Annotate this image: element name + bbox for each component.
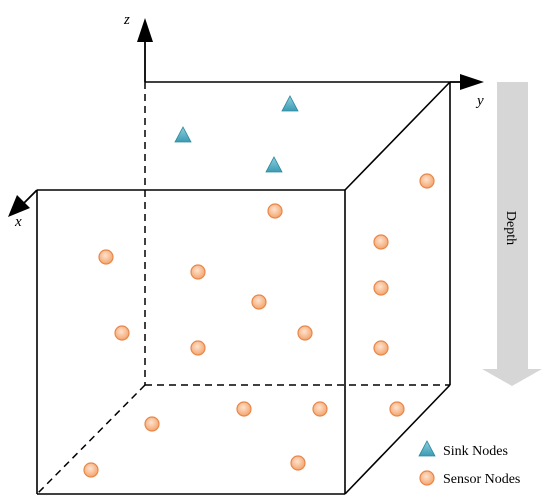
sensor-node <box>190 264 206 280</box>
legend-sink-label: Sink Nodes <box>443 444 508 459</box>
sensor-node <box>297 325 313 341</box>
y-axis-label: y <box>475 93 484 109</box>
sensor-node <box>389 401 405 417</box>
sink-node <box>281 95 299 112</box>
sensor-nodes <box>83 173 435 478</box>
sensor-node <box>373 234 389 250</box>
sink-nodes <box>174 95 299 173</box>
z-axis-label: z <box>123 12 130 28</box>
legend: Sink Nodes Sensor Nodes <box>418 440 520 487</box>
hidden-edges <box>36 82 450 495</box>
sensor-node <box>373 340 389 356</box>
y-arrowhead <box>460 74 484 90</box>
legend-sensor-icon <box>419 470 435 486</box>
sensor-node <box>144 416 160 432</box>
legend-sensor-label: Sensor Nodes <box>443 472 520 487</box>
z-arrowhead <box>137 18 153 42</box>
sensor-node <box>312 401 328 417</box>
sensor-node <box>267 203 283 219</box>
x-arrowhead <box>8 195 30 217</box>
sink-node <box>265 156 283 173</box>
sink-node <box>174 126 192 143</box>
sensor-node <box>190 340 206 356</box>
sensor-node <box>419 173 435 189</box>
sensor-node <box>114 325 130 341</box>
sensor-node <box>236 401 252 417</box>
sensor-node <box>251 294 267 310</box>
x-axis-label: x <box>14 214 22 230</box>
sensor-node <box>290 455 306 471</box>
depth-arrow: Depth <box>482 82 542 386</box>
sensor-node <box>373 280 389 296</box>
depth-label: Depth <box>503 211 518 245</box>
cube-edges <box>36 81 451 495</box>
sensor-node <box>98 249 114 265</box>
sensor-node <box>83 462 99 478</box>
legend-sink-icon <box>418 440 436 457</box>
coordinate-axes <box>8 18 484 217</box>
